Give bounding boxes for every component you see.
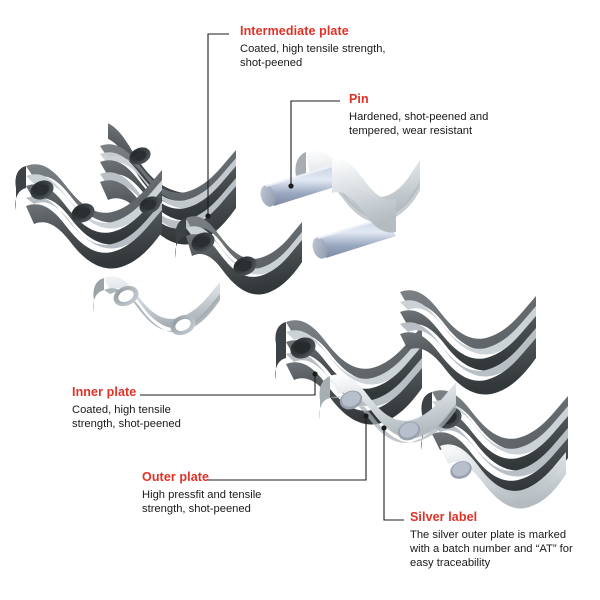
- callout-body-pin: Hardened, shot-peened and tempered, wear…: [349, 110, 488, 138]
- callout-line: easy traceability: [410, 557, 491, 570]
- callout-line: strength, shot-peened: [142, 503, 251, 516]
- part-inner-link: [93, 276, 220, 336]
- part-main-chain: [275, 290, 568, 509]
- part-pin-link: [260, 150, 420, 259]
- callout-title-inner-plate: Inner plate: [72, 385, 137, 399]
- callout-title-outer-plate: Outer plate: [142, 470, 210, 484]
- callout-intermediate-plate: Intermediate plate Coated, high tensile …: [240, 24, 386, 70]
- part-upper-left-stack: [15, 123, 236, 269]
- callout-line: tempered, wear resistant: [349, 125, 473, 138]
- callout-outer-plate: Outer plate High pressfit and tensile st…: [142, 470, 261, 516]
- callout-silver-label: Silver label The silver outer plate is m…: [410, 510, 573, 571]
- callout-line: Hardened, shot-peened and: [349, 111, 489, 123]
- callout-line: Coated, high tensile strength,: [240, 43, 386, 55]
- callout-pin: Pin Hardened, shot-peened and tempered, …: [349, 92, 488, 138]
- callout-body-silver-label: The silver outer plate is marked with a …: [410, 528, 573, 571]
- silver-outer-plate: [319, 374, 456, 443]
- callout-title-intermediate-plate: Intermediate plate: [240, 24, 349, 38]
- callout-title-silver-label: Silver label: [410, 510, 478, 524]
- callout-inner-plate: Inner plate Coated, high tensile strengt…: [72, 385, 181, 431]
- callout-line: The silver outer plate is marked: [410, 529, 567, 541]
- callout-body-inner-plate: Coated, high tensile strength, shot-peen…: [72, 403, 181, 431]
- callout-line: High pressfit and tensile: [142, 489, 262, 501]
- part-intermediate-link: [175, 216, 302, 295]
- callout-body-outer-plate: High pressfit and tensile strength, shot…: [142, 488, 261, 516]
- callout-title-pin: Pin: [349, 92, 369, 106]
- callout-line: shot-peened: [240, 57, 303, 70]
- callout-line: with a batch number and “AT” for: [410, 543, 573, 556]
- callout-line: strength, shot-peened: [72, 418, 181, 431]
- leader-lines: [140, 33, 404, 521]
- callout-line: Coated, high tensile: [72, 404, 171, 416]
- callout-body-intermediate-plate: Coated, high tensile strength, shot-peen…: [240, 42, 386, 70]
